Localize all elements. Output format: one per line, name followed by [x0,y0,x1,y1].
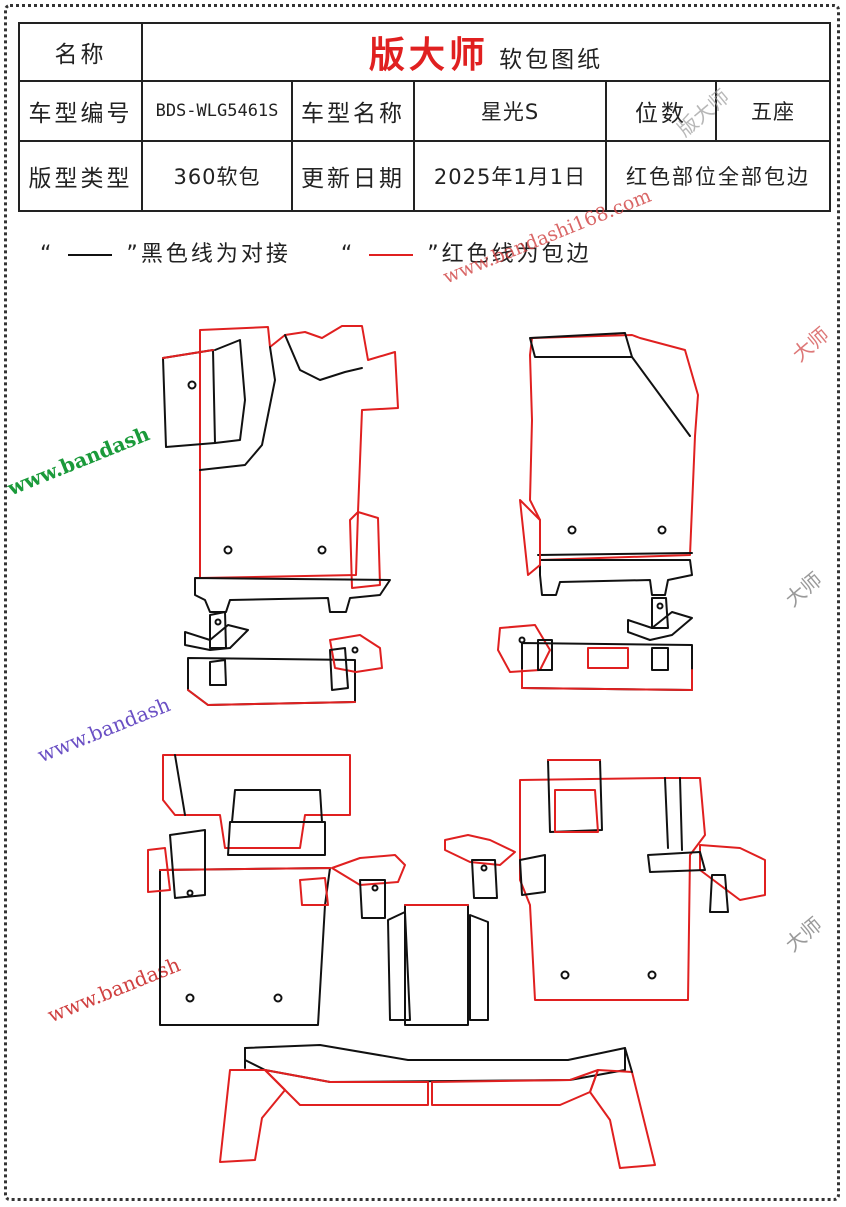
front-left-small-parts [184,611,383,706]
pattern-type-label: 版型类型 [18,140,143,212]
legend-quote: ” [427,242,442,267]
legend-black-text: 黑色线为对接 [140,242,291,267]
model-code: BDS-WLG5461S [141,80,293,142]
legend-quote: ” [126,242,141,267]
update-label: 更新日期 [291,140,415,212]
spec-table: 名称 版大师 软包图纸 车型编号 BDS-WLG5461S 车型名称 星光S 位… [18,22,831,212]
legend-quote: “ [340,242,356,267]
legend-quote: “ [40,242,55,267]
line-legend: “”黑色线为对接 “”红色线为包边 [40,236,592,268]
model-name: 星光S [413,80,607,142]
seats-value: 五座 [715,80,831,142]
page-border [4,4,840,1201]
brand-title: 版大师 [368,35,489,76]
front-left-mat [162,325,399,613]
legend-red-text: 红色线为包边 [441,242,592,267]
edge-note: 红色部位全部包边 [605,140,831,212]
update-date: 2025年1月1日 [413,140,607,212]
legend-black-line [68,254,113,256]
model-name-label: 车型名称 [291,80,415,142]
name-label: 名称 [18,22,143,82]
rear-trunk-mat [219,1044,656,1169]
center-tunnel-parts [331,834,516,1026]
pattern-type: 360软包 [141,140,293,212]
model-code-label: 车型编号 [18,80,143,142]
seats-label: 位数 [605,80,717,142]
front-right-small-parts [497,597,693,691]
front-right-mat [519,332,699,596]
legend-red-line [369,254,414,256]
title-cell: 版大师 软包图纸 [141,22,831,82]
doc-type: 软包图纸 [499,47,604,73]
rear-right-mat [519,759,766,1001]
rear-left-mat [147,754,351,1026]
